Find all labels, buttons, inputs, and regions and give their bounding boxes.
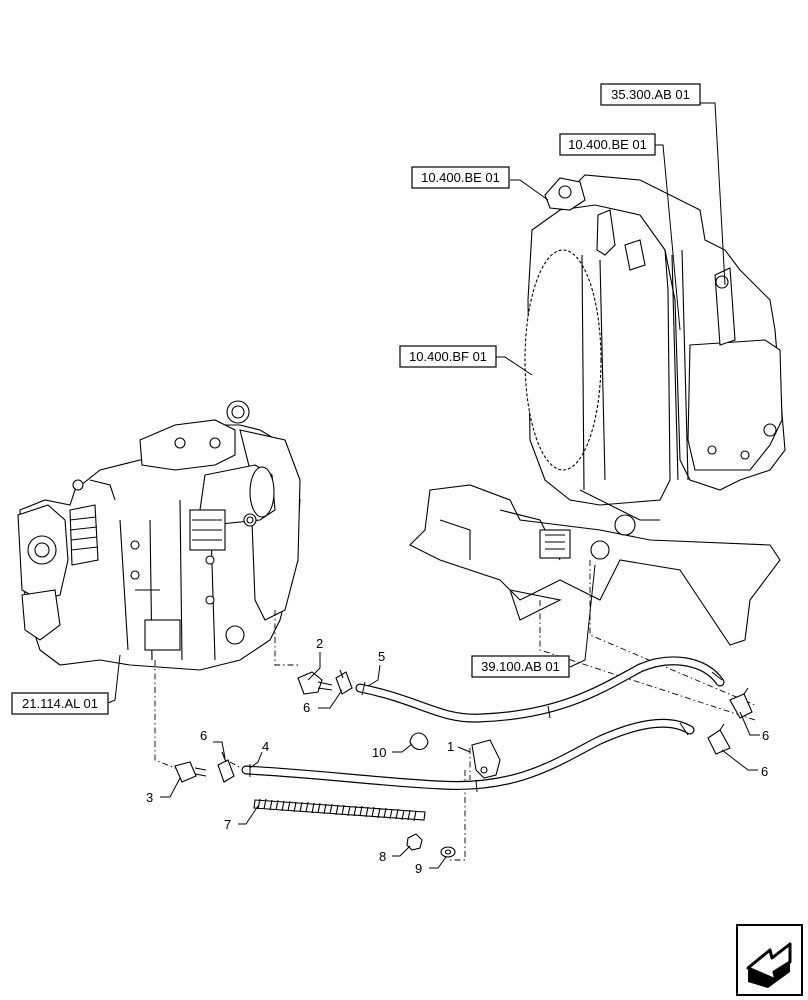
callout-3: 3 <box>146 790 153 805</box>
svg-text:10.400.BF 01: 10.400.BF 01 <box>409 349 487 364</box>
callout-8: 8 <box>379 849 386 864</box>
next-page-arrow-icon[interactable] <box>736 924 803 996</box>
fitting-2 <box>297 671 333 695</box>
reference-box[interactable]: 10.400.BF 01 <box>399 345 497 368</box>
hose-upper <box>355 656 725 723</box>
washer <box>440 846 456 858</box>
centerlines <box>154 560 756 861</box>
fitting-6-right-lower <box>707 723 731 755</box>
fitting-3 <box>174 761 207 783</box>
svg-text:39.100.AB 01: 39.100.AB 01 <box>481 659 560 674</box>
cooler-assembly <box>409 174 786 646</box>
callout-numbers: 1 2 3 4 5 6 6 6 6 7 8 9 10 <box>146 636 769 876</box>
callout-10: 10 <box>372 745 386 760</box>
callout-1: 1 <box>447 739 454 754</box>
transmission-assembly <box>17 400 301 671</box>
fitting-6-upper <box>335 669 353 695</box>
reference-box[interactable]: 10.400.BE 01 <box>559 133 656 156</box>
svg-text:35.300.AB 01: 35.300.AB 01 <box>611 87 690 102</box>
callout-6d: 6 <box>761 764 768 779</box>
callout-6a: 6 <box>303 700 310 715</box>
fitting-6-right-upper <box>729 687 753 719</box>
clip <box>409 732 429 751</box>
svg-text:21.114.AL 01: 21.114.AL 01 <box>22 696 98 711</box>
spring-guard <box>253 798 426 822</box>
svg-text:10.400.BE 01: 10.400.BE 01 <box>568 137 647 152</box>
reference-box[interactable]: 10.400.BE 01 <box>411 166 510 189</box>
reference-box[interactable]: 35.300.AB 01 <box>600 83 701 106</box>
callout-6b: 6 <box>200 728 207 743</box>
svg-text:10.400.BE 01: 10.400.BE 01 <box>421 170 500 185</box>
clamp <box>471 739 501 779</box>
hose-lower <box>241 718 695 793</box>
callout-5: 5 <box>378 649 385 664</box>
callout-7: 7 <box>224 817 231 832</box>
callout-4: 4 <box>262 739 269 754</box>
reference-box[interactable]: 21.114.AL 01 <box>11 692 109 715</box>
leader-lines <box>107 102 760 869</box>
nut <box>406 833 423 851</box>
reference-box[interactable]: 39.100.AB 01 <box>471 655 570 678</box>
fitting-6-lower <box>217 751 235 783</box>
callout-9: 9 <box>415 861 422 876</box>
callout-6c: 6 <box>762 728 769 743</box>
callout-2: 2 <box>316 636 323 651</box>
